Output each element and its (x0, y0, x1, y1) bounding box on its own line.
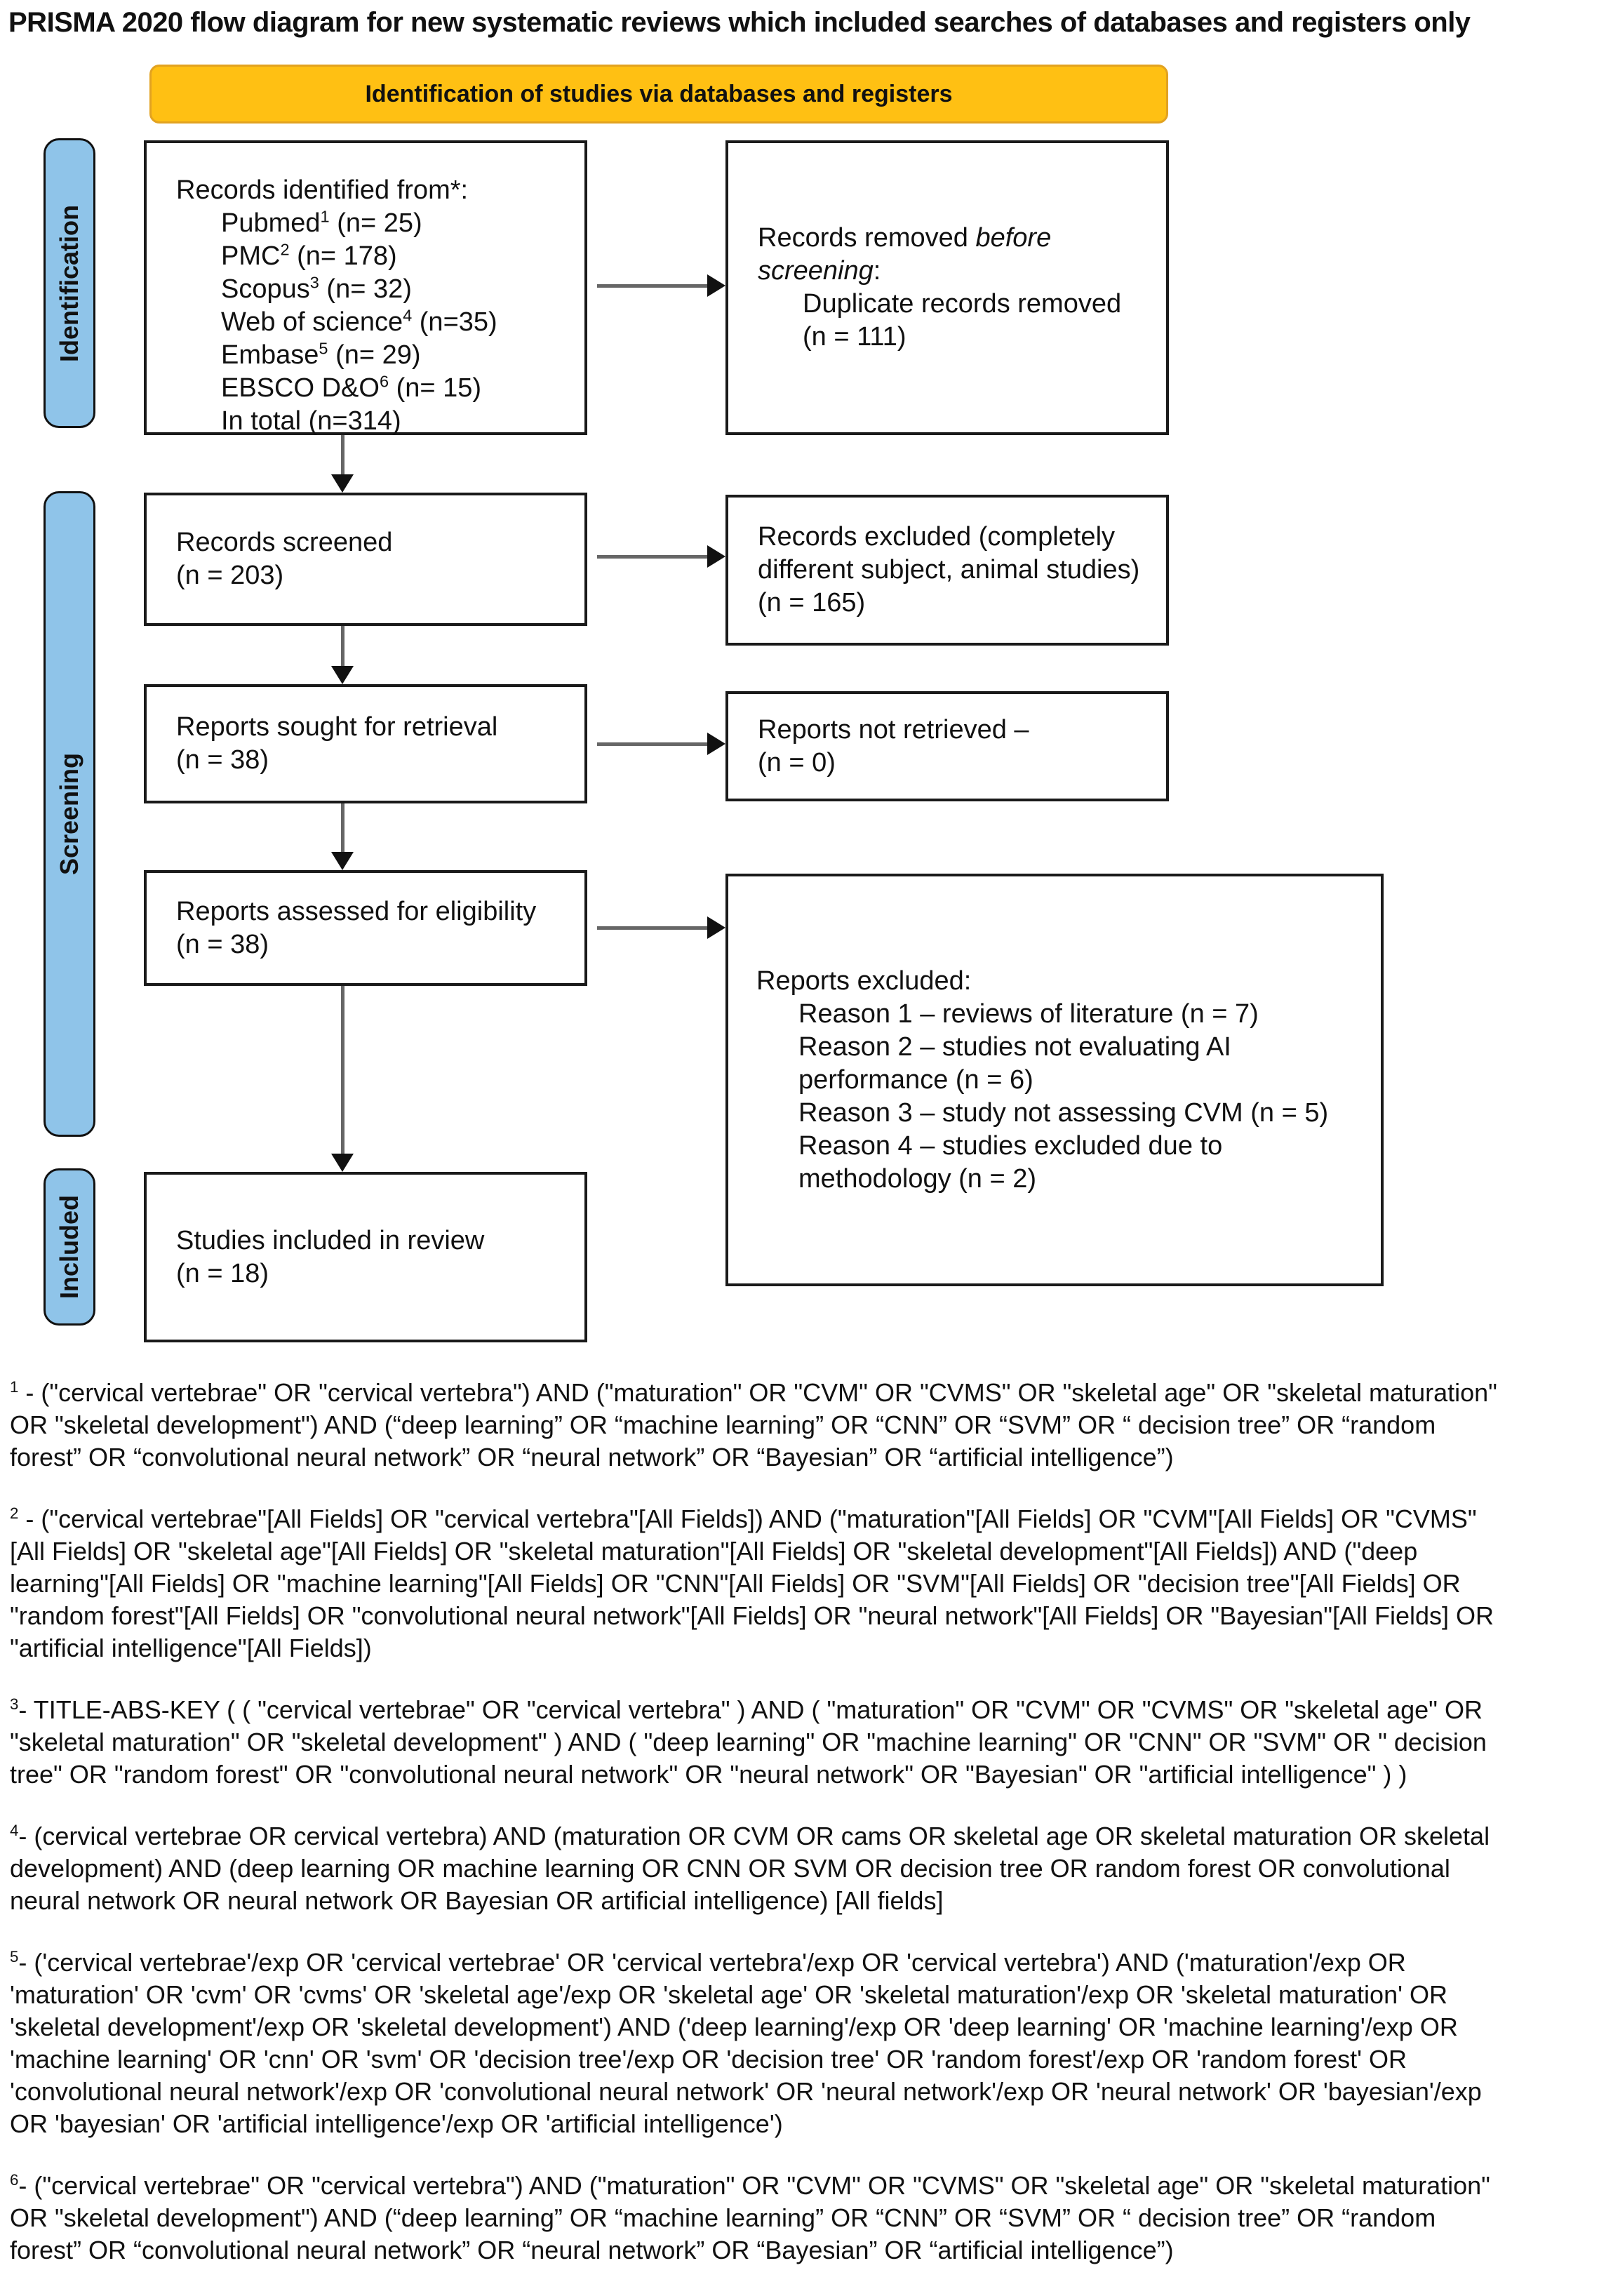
box-count: (n = 203) (176, 561, 284, 590)
arrow-screened-to-excluded (597, 555, 711, 559)
box-records-excluded: Records excluded (completely different s… (725, 495, 1169, 646)
box-reports-excluded-reasons: Reports excluded: Reason 1 – reviews of … (725, 874, 1384, 1286)
arrowhead-right-icon (707, 916, 725, 939)
excluded-line: Records excluded (completely (758, 522, 1116, 552)
arrowhead-down-icon (331, 1154, 354, 1172)
removal-reason: Duplicate records removed (803, 289, 1122, 319)
stage-bar-identification: Identification (44, 138, 95, 428)
box-reports-assessed: Reports assessed for eligibility (n = 38… (144, 870, 587, 986)
box-reports-sought: Reports sought for retrieval (n = 38) (144, 684, 587, 803)
box-reports-not-retrieved: Reports not retrieved – (n = 0) (725, 691, 1169, 801)
arrow-assessed-to-excluded-reasons (597, 926, 711, 930)
arrow-identified-to-removed (597, 284, 711, 288)
exclusion-reason: Reason 4 – studies excluded due to metho… (798, 1130, 1223, 1194)
footnote-3: 3- TITLE-ABS-KEY ( ( "cervical vertebrae… (10, 1695, 1487, 1789)
banner-identification-of-studies: Identification of studies via databases … (149, 65, 1168, 124)
box-count: (n = 38) (176, 745, 269, 775)
stage-label-included: Included (55, 1194, 84, 1300)
db-count: In total (n=314) (221, 406, 401, 436)
excluded-line: different subject, animal studies) (758, 555, 1140, 585)
box-records-identified: Records identified from*: Pubmed1 (n= 25… (144, 140, 587, 436)
box-count: (n = 18) (176, 1258, 269, 1288)
db-count: PMC2 (n= 178) (221, 240, 397, 271)
arrowhead-down-icon (331, 852, 354, 870)
footnote-1: 1 - ("cervical vertebrae" OR "cervical v… (10, 1378, 1497, 1471)
box-records-screened: Records screened (n = 203) (144, 493, 587, 626)
db-count: Embase5 (n= 29) (221, 339, 421, 370)
box-count: (n = 0) (758, 747, 836, 777)
arrowhead-right-icon (707, 733, 725, 755)
box-title: Studies included in review (176, 1225, 485, 1255)
arrow-sought-to-assessed (341, 803, 344, 853)
box-title: Reports excluded: (756, 966, 972, 996)
db-count: Pubmed1 (n= 25) (221, 207, 422, 238)
arrow-sought-to-not-retrieved (597, 742, 711, 746)
stage-bar-included: Included (44, 1168, 95, 1326)
removal-count: (n = 111) (803, 322, 906, 352)
arrowhead-down-icon (331, 474, 354, 493)
footnotes: 1 - ("cervical vertebrae" OR "cervical v… (10, 1377, 1497, 2296)
banner-label: Identification of studies via databases … (365, 80, 953, 107)
arrow-identified-to-screened (341, 435, 344, 476)
box-studies-included: Studies included in review (n = 18) (144, 1172, 587, 1342)
db-count: EBSCO D&O6 (n= 15) (221, 372, 482, 403)
arrow-screened-to-sought (341, 626, 344, 667)
stage-label-screening: Screening (55, 752, 83, 876)
box-title: Reports sought for retrieval (176, 712, 498, 742)
db-count: Web of science4 (n=35) (221, 306, 497, 337)
arrowhead-down-icon (331, 666, 354, 684)
footnote-6: 6- ("cervical vertebrae" OR "cervical ve… (10, 2171, 1490, 2264)
arrowhead-right-icon (707, 274, 725, 297)
box-title: Reports assessed for eligibility (176, 896, 537, 926)
footnote-5: 5- ('cervical vertebrae'/exp OR 'cervica… (10, 1948, 1482, 2138)
footnote-4: 4- (cervical vertebrae OR cervical verte… (10, 1822, 1490, 1915)
exclusion-reason: Reason 1 – reviews of literature (n = 7) (798, 999, 1259, 1029)
arrowhead-right-icon (707, 545, 725, 568)
excluded-count: (n = 165) (758, 588, 866, 618)
db-count: Scopus3 (n= 32) (221, 273, 412, 304)
box-title: Reports not retrieved – (758, 714, 1029, 745)
stage-bar-screening: Screening (44, 491, 95, 1137)
footnote-2: 2 - ("cervical vertebrae"[All Fields] OR… (10, 1504, 1494, 1662)
box-count: (n = 38) (176, 929, 269, 959)
box-title: Records removed before screening: (758, 223, 1052, 286)
box-title: Records identified from*: (176, 175, 469, 205)
exclusion-reason: Reason 2 – studies not evaluating AI per… (798, 1032, 1231, 1095)
stage-label-identification: Identification (55, 204, 83, 362)
page-title: PRISMA 2020 flow diagram for new systema… (8, 7, 1471, 38)
box-records-removed: Records removed before screening: Duplic… (725, 140, 1169, 435)
box-title: Records screened (176, 528, 393, 557)
arrow-assessed-to-included (341, 986, 344, 1155)
exclusion-reason: Reason 3 – study not assessing CVM (n = … (798, 1097, 1329, 1128)
